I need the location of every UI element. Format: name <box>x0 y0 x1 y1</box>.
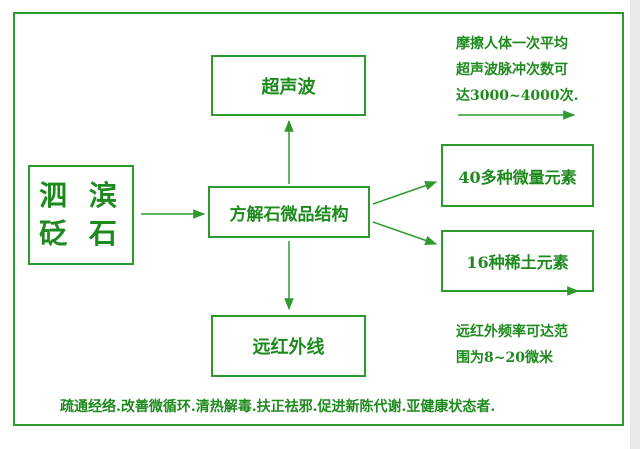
ultrasound-note: 摩擦人体一次平均 超声波脉冲次数可 达3000~4000次. <box>456 31 579 109</box>
trace-elements-box: 40多种微量元素 <box>441 144 594 207</box>
outer-frame <box>13 12 624 426</box>
ultrasound-box: 超声波 <box>211 55 366 116</box>
brand-line-2: 砭 石 <box>39 217 123 250</box>
ultrasound-note-line-3: 达3000~4000次. <box>456 88 579 104</box>
right-edge-bar <box>630 0 640 449</box>
center-box: 方解石微品结构 <box>208 186 370 238</box>
infrared-note-line-2: 围为8~20微米 <box>456 350 553 366</box>
brand-box: 泗 滨 砭 石 <box>28 165 134 265</box>
infrared-note: 远红外频率可达范 围为8~20微米 <box>456 319 568 371</box>
footer-benefits: 疏通经络.改善微循环.清热解毒.扶正祛邪.促进新陈代谢.亚健康状态者. <box>60 399 496 415</box>
far-infrared-box: 远红外线 <box>211 315 366 377</box>
brand-line-1: 泗 滨 <box>39 179 123 212</box>
ultrasound-note-line-1: 摩擦人体一次平均 <box>456 36 568 52</box>
infrared-note-line-1: 远红外频率可达范 <box>456 324 568 340</box>
arrow-center-to-trace <box>372 181 438 205</box>
rare-earth-box: 16种稀土元素 <box>441 230 594 292</box>
ultrasound-note-line-2: 超声波脉冲次数可 <box>456 62 568 78</box>
arrow-center-to-rare-earth <box>372 221 438 245</box>
